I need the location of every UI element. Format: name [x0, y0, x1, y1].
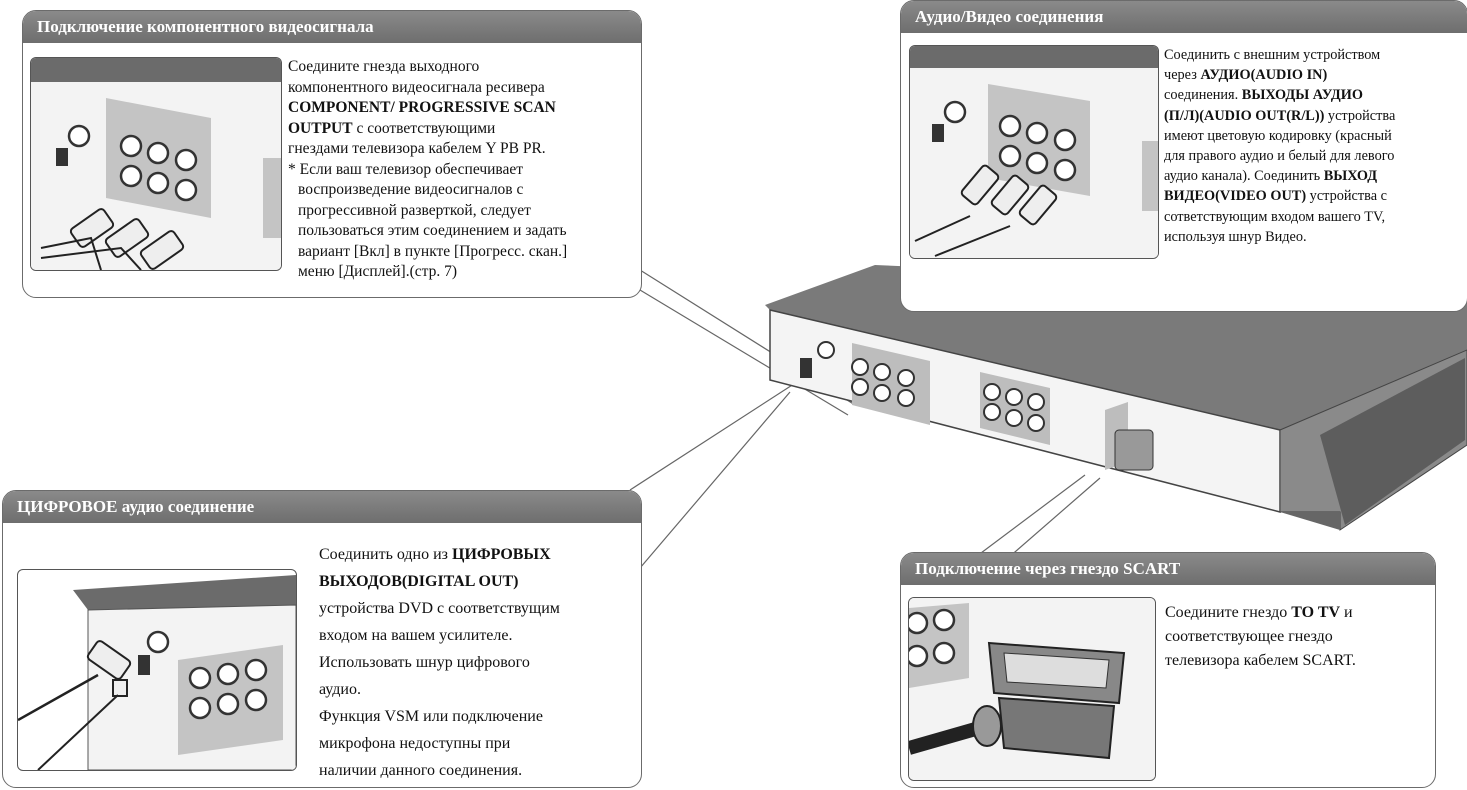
component-text: Соедините гнезда выходного компонентного…: [288, 58, 568, 280]
digital-audio-panel: ЦИФРОВОЕ аудио соединение Соединить одно…: [2, 490, 642, 788]
scart-illustration: [908, 597, 1156, 781]
av-connection-panel: Аудио/Видео соединения Соединить с внешн…: [900, 0, 1467, 312]
av-title: Аудио/Видео соединения: [901, 1, 1467, 33]
component-title: Подключение компонентного видеосигнала: [23, 11, 641, 43]
scart-title: Подключение через гнездо SCART: [901, 553, 1435, 585]
scart-text: Соедините гнездо TO TV и соответствующее…: [1165, 604, 1356, 669]
component-video-panel: Подключение компонентного видеосигнала С…: [22, 10, 642, 298]
av-text: Соединить с внешним устройством через АУ…: [1164, 47, 1396, 245]
digital-illustration: [17, 569, 297, 771]
scart-panel: Подключение через гнездо SCART Соедините…: [900, 552, 1436, 788]
digital-text: Соединить одно из ЦИФРОВЫХ ВЫХОДОВ(DIGIT…: [319, 546, 560, 779]
component-illustration: [30, 57, 282, 271]
av-illustration: [909, 45, 1159, 259]
digital-title: ЦИФРОВОЕ аудио соединение: [3, 491, 641, 523]
